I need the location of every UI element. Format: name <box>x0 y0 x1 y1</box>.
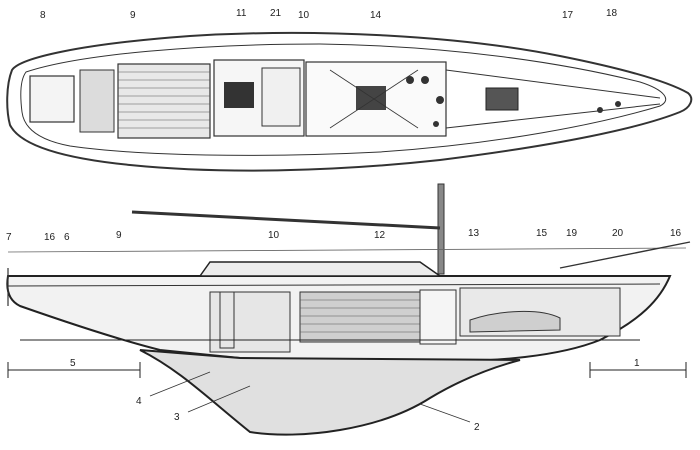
plan-hull-outline <box>6 31 693 172</box>
lifeline <box>7 247 687 253</box>
label-6: 6 <box>64 232 70 243</box>
label-21: 21 <box>270 8 282 19</box>
label-5: 5 <box>70 358 76 369</box>
interior-saloon <box>299 291 421 343</box>
label-9-side: 9 <box>116 230 122 241</box>
plan-hatch-10 <box>261 67 301 127</box>
label-10-side: 10 <box>268 230 280 241</box>
plan-winch-box <box>224 82 254 108</box>
plan-foredeck-hatch <box>356 86 386 110</box>
saloon-lockers <box>300 299 420 333</box>
plan-bow-hatch <box>485 87 519 111</box>
label-17: 17 <box>562 10 574 21</box>
label-14: 14 <box>370 10 382 21</box>
berth-sleeper <box>469 311 561 333</box>
keel <box>139 349 521 436</box>
label-12: 12 <box>374 230 386 241</box>
profile-view <box>6 183 691 436</box>
plan-deck-line <box>20 43 667 156</box>
label-11: 11 <box>236 8 247 19</box>
label-18: 18 <box>606 8 618 19</box>
label-9-top: 9 <box>130 10 136 21</box>
label-1: 1 <box>634 358 640 369</box>
label-4: 4 <box>136 396 142 407</box>
plan-cockpit-slats <box>118 71 210 129</box>
plan-view <box>6 31 693 172</box>
interior-head <box>419 289 457 345</box>
label-7: 7 <box>6 232 12 243</box>
plan-aft-seat <box>79 69 115 133</box>
label-16-right: 16 <box>670 228 682 239</box>
cabin-trunk <box>198 261 443 277</box>
boom <box>131 210 441 230</box>
plan-cockpit <box>117 63 211 139</box>
label-10-top: 10 <box>298 10 310 21</box>
plan-stern-locker <box>29 75 75 123</box>
label-3: 3 <box>174 412 180 423</box>
label-2: 2 <box>474 422 480 433</box>
label-13: 13 <box>468 228 480 239</box>
bowsprit <box>559 241 691 269</box>
label-8: 8 <box>40 10 46 21</box>
part-labels: 8 9 11 21 10 14 17 18 7 16 6 9 10 12 13 … <box>6 8 682 433</box>
label-19: 19 <box>566 228 578 239</box>
interior-ladder <box>219 291 235 349</box>
label-16-left: 16 <box>44 232 56 243</box>
label-20: 20 <box>612 228 624 239</box>
interior-nav-station <box>209 291 291 353</box>
label-15: 15 <box>536 228 548 239</box>
